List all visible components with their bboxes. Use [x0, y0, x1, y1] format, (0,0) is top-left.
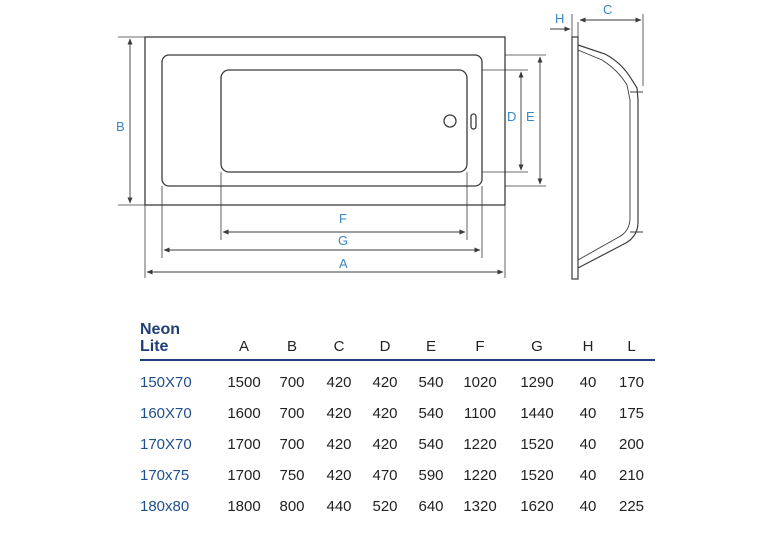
column-header: D: [362, 315, 408, 361]
extension-lines: [118, 36, 546, 278]
table-cell: 200: [618, 436, 645, 453]
table-cell: 40: [579, 467, 597, 484]
table-cell: 420: [326, 405, 352, 422]
table-cell: 700: [279, 436, 305, 453]
outer-rim: [144, 36, 506, 206]
bathtub-technical-drawing: B D E F G A H C: [116, 2, 644, 280]
column-header: C: [316, 315, 362, 361]
dim-label-E: E: [526, 109, 535, 124]
dim-label-A: A: [339, 256, 348, 271]
table-cell: 800: [279, 498, 305, 515]
dim-label-D: D: [507, 109, 516, 124]
side-view: [571, 36, 643, 280]
table-cell: 40: [579, 374, 597, 391]
table-cell: 420: [372, 374, 398, 391]
table-cell: 1220: [463, 436, 497, 453]
column-header: G: [506, 315, 568, 361]
table-cell: 1290: [520, 374, 554, 391]
table-cell: 40: [579, 436, 597, 453]
table-cell: 40: [579, 405, 597, 422]
model-cell: 160X70: [140, 405, 192, 422]
table-cell: 175: [618, 405, 645, 422]
side-dimension-lines: [550, 14, 644, 86]
model-cell: 150X70: [140, 374, 192, 391]
table-cell: 1440: [520, 405, 554, 422]
model-cell: 180x80: [140, 498, 190, 515]
dimension-lines: [127, 38, 543, 275]
tub-side-profile: [577, 44, 639, 269]
table-cell: 640: [418, 498, 444, 515]
table-cell: 420: [326, 374, 352, 391]
table-cell: 1100: [463, 405, 497, 422]
dim-label-F: F: [339, 211, 347, 226]
table-cell: 1320: [463, 498, 497, 515]
table-row: 160X70 1600 700 420 420 540 1100 1440 40…: [140, 398, 655, 429]
table-cell: 540: [418, 405, 444, 422]
dim-label-B: B: [116, 119, 125, 134]
table-cell: 420: [372, 405, 398, 422]
column-header: A: [220, 315, 268, 361]
dim-label-H: H: [555, 11, 564, 26]
column-header: H: [568, 315, 608, 361]
overflow-slot: [470, 113, 477, 130]
table-title-line2: Lite: [140, 338, 169, 355]
table-cell: 540: [418, 436, 444, 453]
drain-circle: [443, 114, 457, 128]
table-cell: 470: [372, 467, 398, 484]
dim-label-G: G: [338, 233, 348, 248]
table-row: 170x75 1700 750 420 470 590 1220 1520 40…: [140, 460, 655, 491]
table-cell: 1220: [463, 467, 497, 484]
table-cell: 1520: [520, 467, 554, 484]
table-cell: 700: [279, 374, 305, 391]
tub-inner-profile: [577, 49, 631, 261]
table-cell: 520: [372, 498, 398, 515]
dim-label-C: C: [603, 2, 612, 17]
table-title-line1: Neon: [140, 321, 180, 338]
table-cell: 1700: [227, 467, 261, 484]
table-cell: 170: [618, 374, 645, 391]
column-header: L: [608, 315, 655, 361]
table-cell: 1020: [463, 374, 497, 391]
table-cell: 1700: [227, 436, 261, 453]
table-cell: 420: [372, 436, 398, 453]
table-cell: 700: [279, 405, 305, 422]
table-cell: 1620: [520, 498, 554, 515]
table-row: 180x80 1800 800 440 520 640 1320 1620 40…: [140, 491, 655, 522]
tub-basin: [220, 69, 468, 173]
table-cell: 540: [418, 374, 444, 391]
table-cell: 40: [579, 498, 597, 515]
table-cell: 1800: [227, 498, 261, 515]
table-cell: 440: [326, 498, 352, 515]
table-cell: 225: [618, 498, 645, 515]
column-header: B: [268, 315, 316, 361]
model-cell: 170x75: [140, 467, 190, 484]
table-cell: 590: [418, 467, 444, 484]
inner-rim: [161, 54, 483, 187]
table-cell: 420: [326, 467, 352, 484]
model-cell: 170X70: [140, 436, 192, 453]
table-cell: 210: [618, 467, 645, 484]
table-cell: 1600: [227, 405, 261, 422]
table-cell: 420: [326, 436, 352, 453]
column-header: F: [454, 315, 506, 361]
side-flange: [571, 36, 579, 280]
column-header: E: [408, 315, 454, 361]
table-cell: 1500: [227, 374, 261, 391]
table-cell: 1520: [520, 436, 554, 453]
top-view: [144, 36, 506, 206]
table-row: 150X70 1500 700 420 420 540 1020 1290 40…: [140, 360, 655, 398]
table-cell: 750: [279, 467, 305, 484]
table-row: 170X70 1700 700 420 420 540 1220 1520 40…: [140, 429, 655, 460]
